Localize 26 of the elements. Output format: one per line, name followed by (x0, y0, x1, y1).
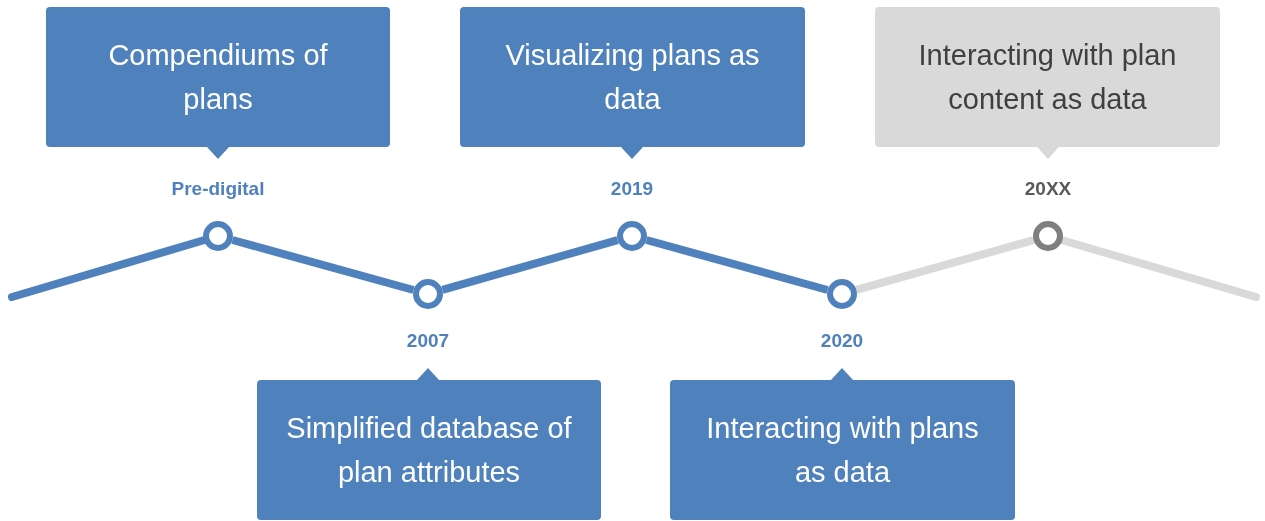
callout-box (257, 380, 601, 520)
year-label: 2019 (609, 178, 655, 200)
callout-box (460, 7, 805, 147)
milestone-text: Interacting with plan content as data (917, 38, 1178, 117)
year-label: Pre-digital (170, 178, 266, 200)
year-label: 2007 (405, 330, 451, 352)
timeline-line (645, 236, 829, 294)
milestone-text: Visualizing plans as data (504, 38, 761, 117)
milestone-text: Interacting with plans as data (705, 411, 980, 490)
timeline-line (441, 236, 619, 294)
timeline-line (231, 236, 415, 294)
milestone-text: Simplified database of plan attributes (285, 411, 573, 490)
callout-box (46, 7, 390, 147)
timeline-point (617, 221, 647, 251)
timeline-line (855, 236, 1035, 294)
timeline-point (827, 279, 857, 309)
timeline-point (1033, 221, 1063, 251)
timeline-line (1058, 236, 1260, 301)
timeline-point (413, 279, 443, 309)
timeline-line (8, 236, 208, 301)
year-label: 20XX (1023, 178, 1073, 200)
milestone-text: Compendiums of plans (107, 38, 329, 117)
timeline-point (203, 221, 233, 251)
callout-box (670, 380, 1015, 520)
callout-box (875, 7, 1220, 147)
year-label: 2020 (819, 330, 865, 352)
